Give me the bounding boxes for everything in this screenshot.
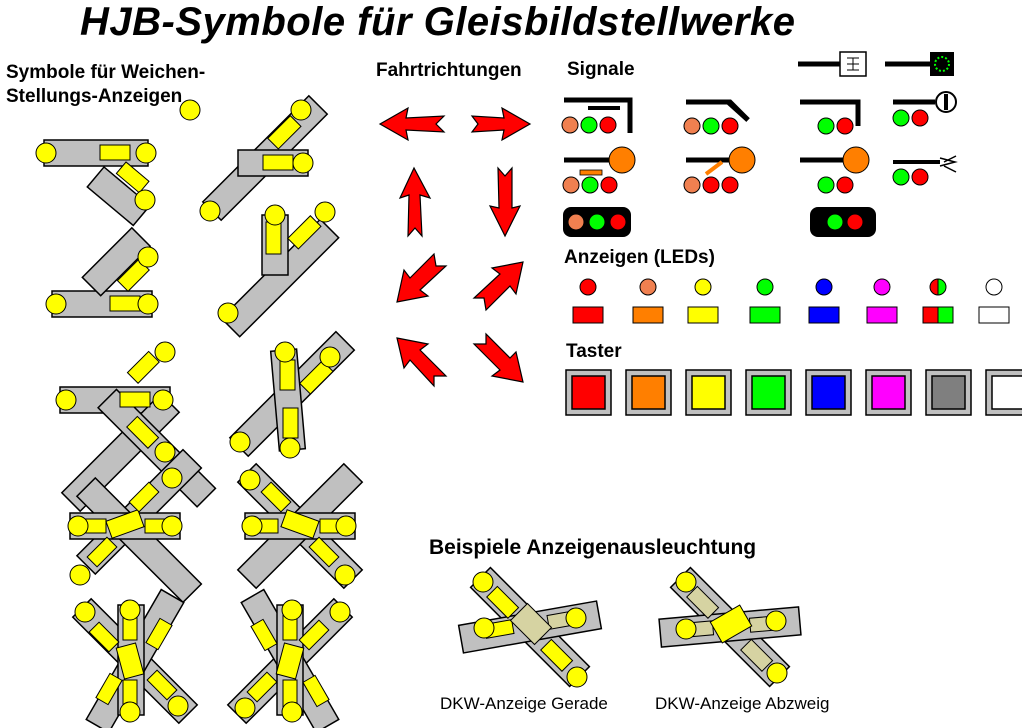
- switch-symbol-3: [45, 226, 159, 318]
- page-title: HJB-Symbole für Gleisbildstellwerke: [80, 0, 796, 44]
- button-red: [565, 369, 612, 416]
- arrow-right-icon: [470, 106, 532, 142]
- button-gray: [925, 369, 972, 416]
- example-dkw-diverging: [658, 566, 802, 688]
- switch-symbol-9: [71, 588, 199, 728]
- arrow-up-icon: [398, 166, 432, 238]
- led-green: [749, 278, 781, 324]
- button-yellow: [685, 369, 732, 416]
- button-blue: [805, 369, 852, 416]
- signal-track-block-icon: [798, 51, 867, 77]
- led-red: [572, 278, 604, 324]
- arrow-up-left-icon: [396, 337, 448, 388]
- signal-main-2: [683, 99, 750, 135]
- switch-symbol-10: [226, 588, 354, 728]
- led-magenta: [866, 278, 898, 324]
- arrow-down-left-icon: [396, 252, 448, 303]
- example-dkw-straight: [457, 566, 603, 688]
- switch-symbols-heading: Symbole für Weichen-: [6, 62, 206, 83]
- signal-main-3: [800, 99, 861, 135]
- leds-heading: Anzeigen (LEDs): [564, 247, 715, 268]
- arrow-down-right-icon: [472, 332, 524, 383]
- button-magenta: [865, 369, 912, 416]
- switch-symbol-7: [67, 448, 203, 604]
- button-orange: [625, 369, 672, 416]
- signal-main-6: [800, 146, 870, 194]
- led-red-green: [922, 278, 954, 324]
- led-white: [978, 278, 1010, 324]
- switch-symbol-8: [236, 462, 364, 590]
- led-blue: [808, 278, 840, 324]
- led-salmon: [632, 278, 664, 324]
- switch-symbol-6: [228, 330, 356, 459]
- signal-dot-block-icon: [885, 52, 954, 76]
- signal-shunt-2: [892, 155, 958, 186]
- example-caption-straight: DKW-Anzeige Gerade: [440, 694, 608, 713]
- switch-symbols-heading-line2: Stellungs-Anzeigen: [6, 86, 183, 107]
- led-yellow: [687, 278, 719, 324]
- arrow-left-icon: [378, 106, 446, 142]
- examples-heading: Beispiele Anzeigenausleuchtung: [429, 536, 757, 559]
- signals-heading: Signale: [567, 59, 635, 80]
- signal-panel-2-light: [810, 207, 876, 237]
- switch-symbol-5: [55, 341, 217, 513]
- arrow-down-icon: [488, 166, 522, 238]
- button-green: [745, 369, 792, 416]
- arrow-up-right-icon: [472, 261, 524, 312]
- example-caption-diverging: DKW-Anzeige Abzweig: [655, 694, 830, 713]
- signal-main-4: [562, 146, 636, 194]
- signal-main-5: [683, 146, 756, 194]
- signal-main-1: [561, 97, 633, 134]
- switch-symbol-1: [35, 139, 157, 227]
- buttons-heading: Taster: [566, 341, 622, 362]
- switch-symbol-4: [217, 201, 340, 338]
- directions-heading: Fahrtrichtungen: [376, 60, 522, 81]
- signal-shunt-1: [892, 91, 957, 127]
- signal-panel-3-light: [563, 207, 631, 237]
- button-white: [985, 369, 1022, 416]
- switch-symbol-2: [179, 94, 329, 222]
